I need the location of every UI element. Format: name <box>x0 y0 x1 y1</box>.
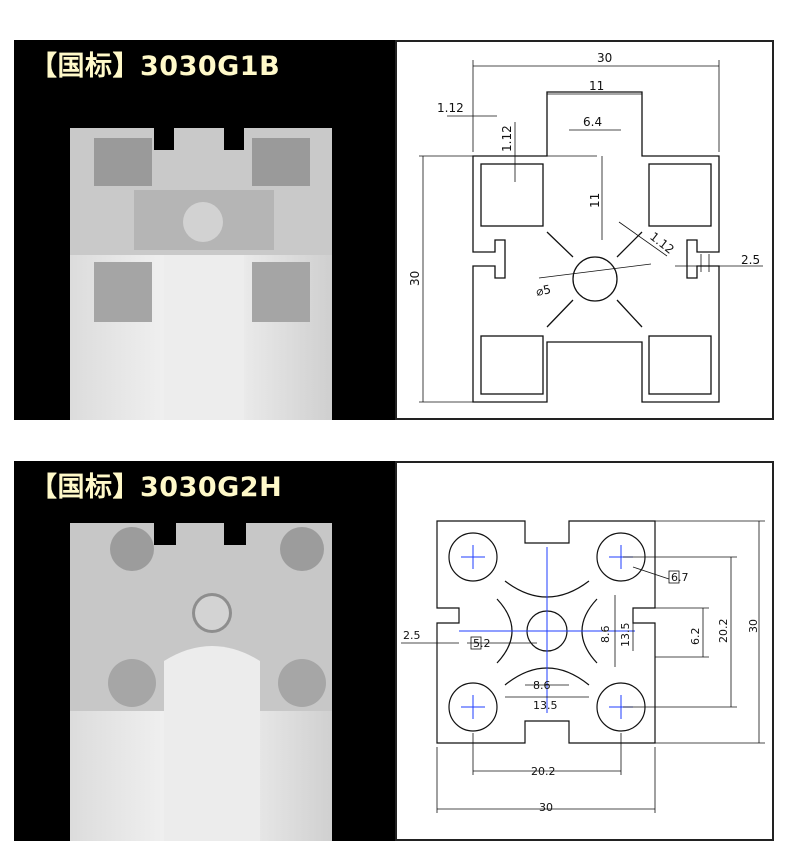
dim-slot-depth: 11 <box>588 193 602 208</box>
dim-hole-large: 6.7 <box>671 571 689 584</box>
product-photo: 【国标】3030G2H <box>14 461 395 841</box>
product-card-3030g1b: 【国标】3030G1B <box>14 40 774 420</box>
diameter-symbol <box>470 636 482 650</box>
dim-height: 30 <box>747 619 760 633</box>
dim-width: 30 <box>597 51 612 65</box>
dim-pitch-h: 20.2 <box>531 765 556 778</box>
dim-neck: 6.4 <box>583 115 602 129</box>
dim-inner-v: 13.5 <box>619 623 632 648</box>
dim-height: 30 <box>408 271 422 286</box>
product-title: 【国标】3030G1B <box>30 51 281 82</box>
dim-lip: 2.5 <box>741 253 760 267</box>
dim-inner-h: 13.5 <box>533 699 558 712</box>
dim-pitch-v: 20.2 <box>717 619 730 644</box>
technical-drawing: 30 11 6.4 1.12 1.12 11 1.12 30 2.5 ⌀5 <box>395 40 774 420</box>
dim-width: 30 <box>539 801 553 814</box>
technical-drawing: 30 20.2 6.2 13.5 8.6 8.6 13.5 20.2 30 2.… <box>395 461 774 841</box>
diameter-symbol <box>668 570 680 584</box>
profile-cross-section: 30 20.2 6.2 13.5 8.6 8.6 13.5 20.2 30 2.… <box>401 520 765 814</box>
dim-core-h: 8.6 <box>533 679 551 692</box>
product-card-3030g2h: 【国标】3030G2H <box>14 461 774 841</box>
profile-photo-illustration <box>70 128 332 420</box>
dim-slot: 6.2 <box>689 628 702 646</box>
dim-core-v: 8.6 <box>599 626 612 644</box>
profile-photo-illustration <box>70 523 332 841</box>
dim-hole-small: 5.2 <box>473 637 491 650</box>
profile-cross-section: 30 11 6.4 1.12 1.12 11 1.12 30 2.5 ⌀5 <box>408 51 763 403</box>
product-title: 【国标】3030G2H <box>30 472 283 503</box>
dim-hole: ⌀5 <box>535 282 552 299</box>
dim-wall-b: 1.12 <box>500 125 514 152</box>
dim-lip: 2.5 <box>403 629 421 642</box>
product-photo: 【国标】3030G1B <box>14 40 395 420</box>
dim-wall-a: 1.12 <box>437 101 464 115</box>
dim-slot: 11 <box>589 79 604 93</box>
